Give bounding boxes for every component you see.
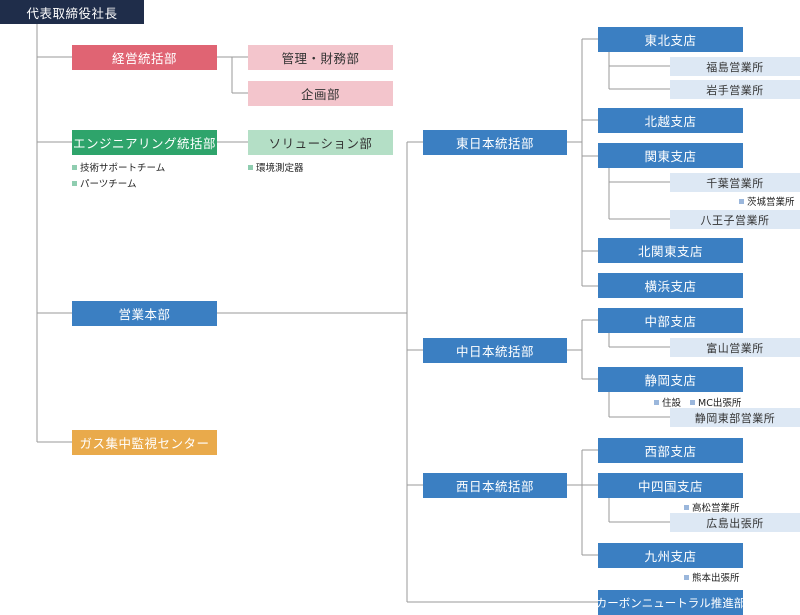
square-bullet-icon xyxy=(72,180,77,186)
chubu-branch: 中部支店 xyxy=(598,308,743,333)
keiei-box: 経営統括部 xyxy=(72,45,217,70)
iwate-office: 岩手営業所 xyxy=(670,80,800,99)
hiroshima-office: 広島出張所 xyxy=(670,513,800,532)
kumamoto-office: 熊本出張所 xyxy=(684,570,740,584)
square-bullet-icon xyxy=(654,399,659,405)
hachioji-office: 八王子営業所 xyxy=(670,210,800,229)
engineering-box: エンジニアリング統括部 xyxy=(72,130,217,155)
square-bullet-icon xyxy=(248,164,253,170)
square-bullet-icon xyxy=(684,574,689,580)
ibaraki-office: 茨城営業所 xyxy=(739,194,795,208)
kikaku-box: 企画部 xyxy=(248,81,393,106)
west-region-box: 西日本統括部 xyxy=(423,473,567,498)
square-bullet-icon xyxy=(739,198,744,204)
toyama-office: 富山営業所 xyxy=(670,338,800,357)
kanto-branch: 関東支店 xyxy=(598,143,743,168)
yokohama-branch: 横浜支店 xyxy=(598,273,743,298)
ceo-box: 代表取締役社長 xyxy=(0,0,144,24)
kyushu-branch: 九州支店 xyxy=(598,543,743,568)
jusetsu-note: 住設 xyxy=(654,395,681,409)
kanri-zaimu-box: 管理・財務部 xyxy=(248,45,393,70)
carbon-neutral-box: カーボンニュートラル推進部 xyxy=(596,590,745,615)
central-region-box: 中日本統括部 xyxy=(423,338,567,363)
tohoku-branch: 東北支店 xyxy=(598,27,743,52)
chushikoku-branch: 中四国支店 xyxy=(598,473,743,498)
team-parts: パーツチーム xyxy=(72,176,137,190)
shizuoka-branch: 静岡支店 xyxy=(598,367,743,392)
shizuoka-east-office: 静岡東部営業所 xyxy=(670,408,800,427)
square-bullet-icon xyxy=(690,399,695,405)
team-env-instrument: 環境測定器 xyxy=(248,160,304,174)
kitakanto-branch: 北関東支店 xyxy=(598,238,743,263)
solution-box: ソリューション部 xyxy=(248,130,393,155)
seibu-branch: 西部支店 xyxy=(598,438,743,463)
gas-center-box: ガス集中監視センター xyxy=(72,430,217,455)
square-bullet-icon xyxy=(72,164,77,170)
chiba-office: 千葉営業所 xyxy=(670,173,800,192)
square-bullet-icon xyxy=(684,504,689,510)
hokuetsu-branch: 北越支店 xyxy=(598,108,743,133)
fukushima-office: 福島営業所 xyxy=(670,57,800,76)
eigyo-box: 営業本部 xyxy=(72,301,217,326)
takamatsu-office: 高松営業所 xyxy=(684,500,740,514)
team-tech-support: 技術サポートチーム xyxy=(72,160,165,174)
east-region-box: 東日本統括部 xyxy=(423,130,567,155)
mc-office-note: MC出張所 xyxy=(690,395,741,409)
